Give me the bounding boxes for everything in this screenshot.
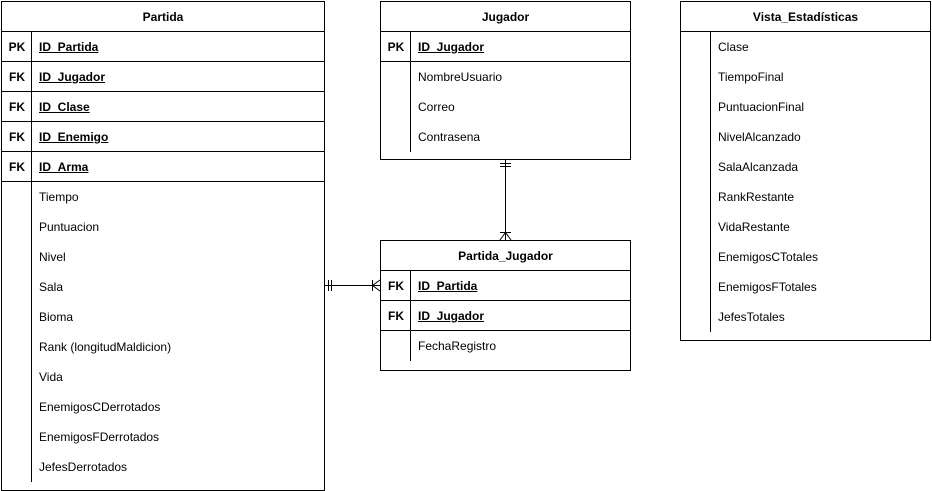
field-row[interactable]: Contrasena [381, 122, 630, 152]
field-row[interactable]: Vida [2, 362, 324, 392]
key-label: PK [387, 40, 405, 54]
field-name: ID_Enemigo [39, 130, 109, 144]
key-row[interactable]: FK ID_Enemigo [2, 122, 324, 152]
field-row[interactable]: Nivel [2, 242, 324, 272]
field-name: ID_Jugador [39, 70, 106, 84]
field-name: PuntuacionFinal [718, 100, 805, 114]
entity-title: Vista_Estadísticas [681, 2, 930, 32]
many-marker [505, 232, 512, 241]
field-row[interactable]: Clase [681, 32, 930, 62]
field-row[interactable]: VidaRestante [681, 212, 930, 242]
entity-partida-jugador[interactable]: Partida_Jugador FK ID_Partida FK ID_Jugado… [380, 240, 631, 371]
field-row[interactable]: Rank (longitudMaldicion) [2, 332, 324, 362]
field-row[interactable]: JefesTotales [681, 302, 930, 332]
field-name: SalaAlcanzada [718, 160, 799, 174]
key-label: FK [388, 279, 404, 293]
field-name: EnemigosCDerrotados [39, 400, 161, 414]
field-row[interactable]: JefesDerrotados [2, 452, 324, 482]
field-name: EnemigosFTotales [718, 280, 817, 294]
field-row[interactable]: Tiempo [2, 182, 324, 212]
field-row[interactable]: EnemigosFTotales [681, 272, 930, 302]
field-row[interactable]: SalaAlcanzada [681, 152, 930, 182]
field-name: Nivel [39, 250, 66, 264]
key-row[interactable]: FK ID_Jugador [381, 301, 630, 331]
key-row[interactable]: FK ID_Clase [2, 92, 324, 122]
many-marker [499, 232, 506, 241]
field-name: Puntuacion [39, 220, 100, 234]
column-divider [410, 270, 411, 361]
field-name: RankRestante [718, 190, 795, 204]
field-name: FechaRegistro [418, 339, 497, 353]
key-label: PK [8, 40, 26, 54]
field-row[interactable]: Puntuacion [2, 212, 324, 242]
field-row[interactable]: Correo [381, 92, 630, 122]
key-label: FK [388, 309, 404, 323]
field-name: JefesDerrotados [39, 460, 128, 474]
field-name: EnemigosFDerrotados [39, 430, 160, 444]
field-name: Rank (longitudMaldicion) [39, 340, 172, 354]
column-divider [710, 31, 711, 332]
field-name: ID_Jugador [418, 40, 485, 54]
field-name: ID_Partida [418, 279, 478, 293]
field-row[interactable]: FechaRegistro [381, 331, 630, 361]
field-name: TiempoFinal [718, 70, 784, 84]
entity-title: Partida_Jugador [381, 241, 630, 271]
field-name: Clase [718, 40, 749, 54]
key-label: FK [9, 100, 25, 114]
field-name: EnemigosCTotales [718, 250, 819, 264]
field-row[interactable]: NombreUsuario [381, 62, 630, 92]
key-row[interactable]: FK ID_Jugador [2, 62, 324, 92]
field-name: Tiempo [39, 190, 79, 204]
field-row[interactable]: Bioma [2, 302, 324, 332]
field-name: VidaRestante [718, 220, 790, 234]
field-name: ID_Arma [39, 160, 89, 174]
field-row[interactable]: EnemigosCDerrotados [2, 392, 324, 422]
field-row[interactable]: Sala [2, 272, 324, 302]
column-divider [410, 31, 411, 152]
field-name: Contrasena [418, 130, 481, 144]
entity-title: Jugador [381, 2, 630, 32]
key-label: FK [9, 130, 25, 144]
field-name: Bioma [39, 310, 74, 324]
field-row[interactable]: EnemigosFDerrotados [2, 422, 324, 452]
field-row[interactable]: PuntuacionFinal [681, 92, 930, 122]
key-label: FK [9, 160, 25, 174]
key-row[interactable]: PK ID_Jugador [381, 32, 630, 62]
entity-jugador[interactable]: Jugador PK ID_Jugador NombreUsuario Corre… [380, 1, 631, 160]
many-marker [372, 279, 381, 286]
field-row[interactable]: NivelAlcanzado [681, 122, 930, 152]
field-row[interactable]: EnemigosCTotales [681, 242, 930, 272]
entity-title: Partida [2, 2, 324, 32]
column-divider [31, 31, 32, 482]
field-name: NivelAlcanzado [718, 130, 801, 144]
many-marker [372, 285, 381, 292]
field-name: ID_Clase [39, 100, 90, 114]
field-name: Sala [39, 280, 64, 294]
field-name: Vida [39, 370, 63, 384]
entity-vista-estadisticas[interactable]: Vista_Estadísticas Clase TiempoFinal Pun… [680, 1, 931, 341]
key-row[interactable]: FK ID_Partida [381, 271, 630, 301]
key-row[interactable]: PK ID_Partida [2, 32, 324, 62]
field-name: ID_Jugador [418, 309, 485, 323]
key-label: FK [9, 70, 25, 84]
entity-partida[interactable]: Partida PK ID_Partida FK ID_Jugador FK ID_C… [1, 1, 325, 491]
field-row[interactable]: RankRestante [681, 182, 930, 212]
field-row[interactable]: TiempoFinal [681, 62, 930, 92]
field-name: JefesTotales [718, 310, 785, 324]
field-name: Correo [418, 100, 455, 114]
field-name: NombreUsuario [418, 70, 503, 84]
key-row[interactable]: FK ID_Arma [2, 152, 324, 182]
field-name: ID_Partida [39, 40, 99, 54]
